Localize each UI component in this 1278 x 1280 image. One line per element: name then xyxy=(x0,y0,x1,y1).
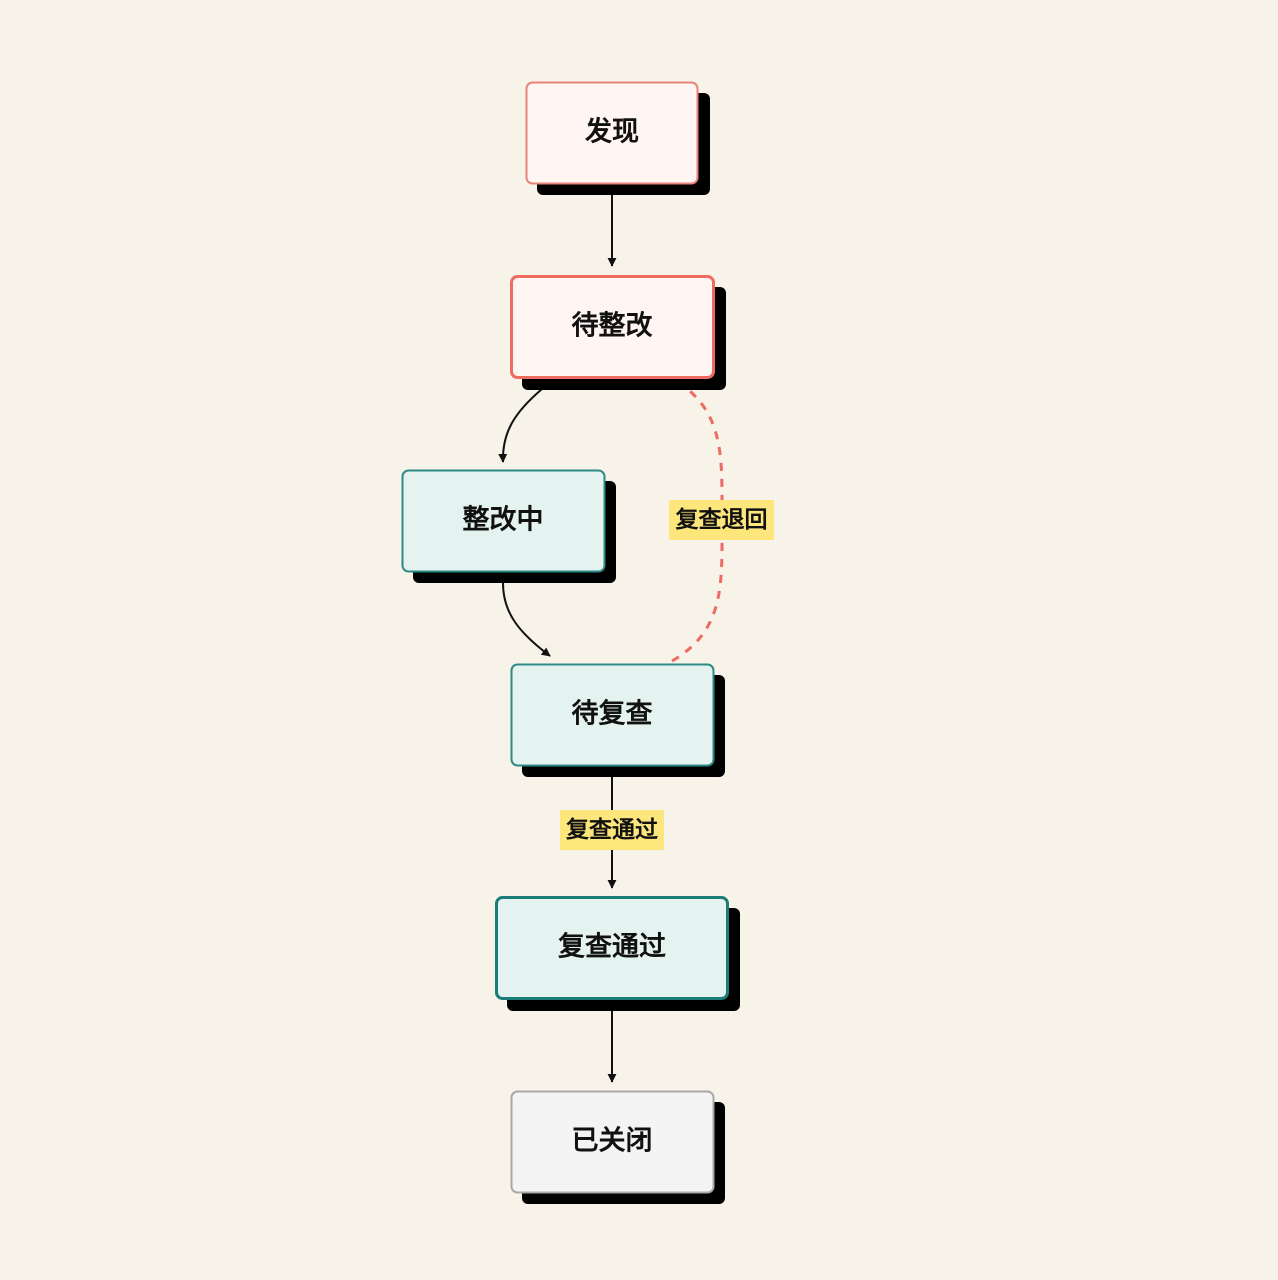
node-pending-review[interactable]: 待复查 xyxy=(510,663,726,778)
node-pending-fix[interactable]: 待整改 xyxy=(510,275,727,391)
node-discover-label: 发现 xyxy=(584,116,639,148)
edge-fixing-to-pending-review xyxy=(502,582,551,657)
node-review-passed-box xyxy=(495,896,729,1000)
edge-label-review-rejected: 复查退回 xyxy=(669,500,774,540)
edge-label-review-rejected-bg xyxy=(669,500,774,540)
edge-label-review-rejected-text: 复查退回 xyxy=(675,507,768,533)
edge-label-review-passed-text: 复查通过 xyxy=(565,817,658,843)
edge-review-rejected xyxy=(671,376,724,663)
node-fixing-label: 整改中 xyxy=(463,505,544,536)
node-pending-fix-label: 待整改 xyxy=(572,311,653,342)
node-closed[interactable]: 已关闭 xyxy=(510,1090,726,1205)
node-fixing[interactable]: 整改中 xyxy=(401,469,617,584)
node-fixing-box xyxy=(401,469,606,573)
edge-label-review-passed-bg xyxy=(560,810,664,850)
node-discover-box xyxy=(525,81,699,185)
node-closed-box xyxy=(510,1090,715,1194)
node-review-passed-label: 复查通过 xyxy=(558,932,666,963)
edge-label-review-passed: 复查通过 xyxy=(560,810,664,850)
node-review-passed[interactable]: 复查通过 xyxy=(495,896,741,1012)
node-pending-review-box xyxy=(510,663,715,767)
edge-pending-fix-to-fixing xyxy=(498,388,543,463)
node-closed-label: 已关闭 xyxy=(572,1126,653,1157)
node-discover[interactable]: 发现 xyxy=(525,81,711,196)
node-pending-review-label: 待复查 xyxy=(572,699,653,730)
node-pending-fix-box xyxy=(510,275,715,379)
